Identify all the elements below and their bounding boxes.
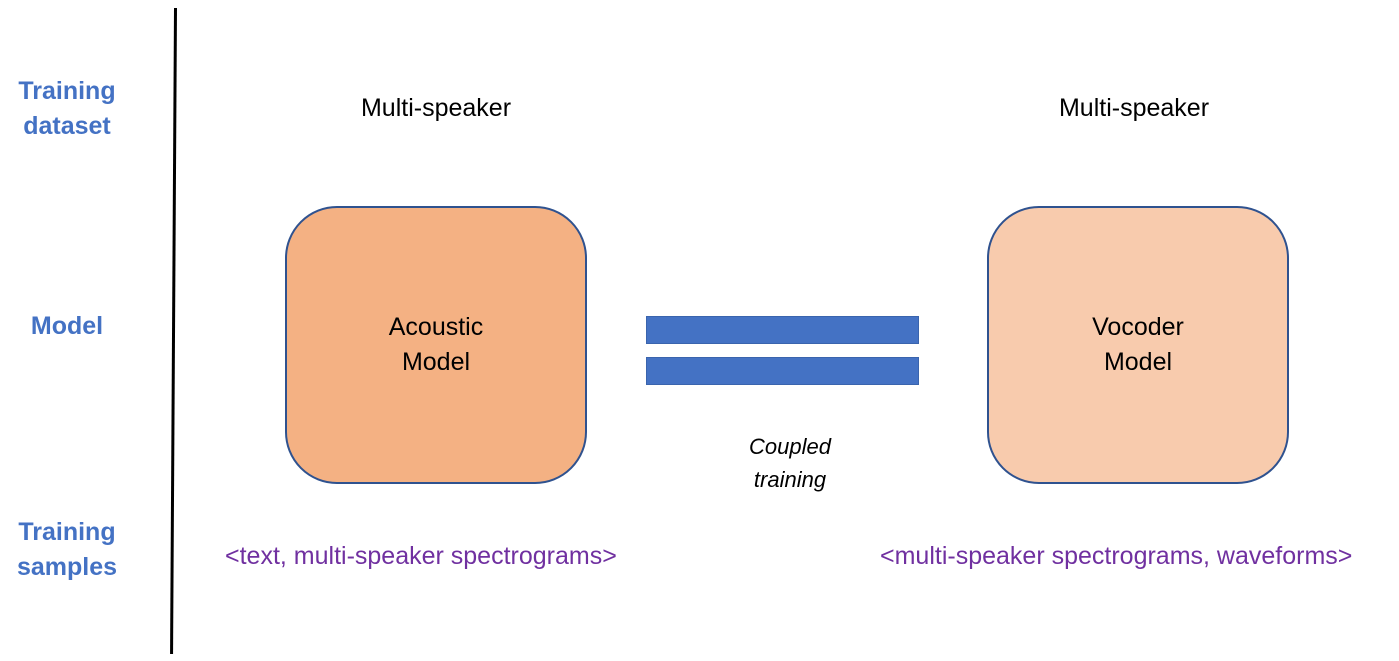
- vocoder-model-label: Vocoder Model: [1092, 313, 1184, 376]
- acoustic-training-samples: <text, multi-speaker spectrograms>: [225, 542, 617, 570]
- coupled-training-label: Coupled training: [749, 434, 831, 492]
- vocoder-dataset-label: Multi-speaker: [1058, 94, 1210, 122]
- row-label-training-dataset: Training dataset: [18, 77, 116, 140]
- row-label-training-samples: Training samples: [16, 518, 118, 581]
- vocoder-training-samples: <multi-speaker spectrograms, waveforms>: [880, 542, 1353, 570]
- acoustic-model-label: Acoustic Model: [388, 313, 484, 376]
- equals-bar-top: [646, 316, 919, 344]
- acoustic-dataset-label: Multi-speaker: [360, 94, 512, 122]
- vertical-divider: [170, 8, 177, 654]
- row-label-model: Model: [30, 312, 104, 340]
- acoustic-model-box: Acoustic Model: [285, 206, 587, 484]
- vocoder-model-box: Vocoder Model: [987, 206, 1289, 484]
- equals-bar-bottom: [646, 357, 919, 385]
